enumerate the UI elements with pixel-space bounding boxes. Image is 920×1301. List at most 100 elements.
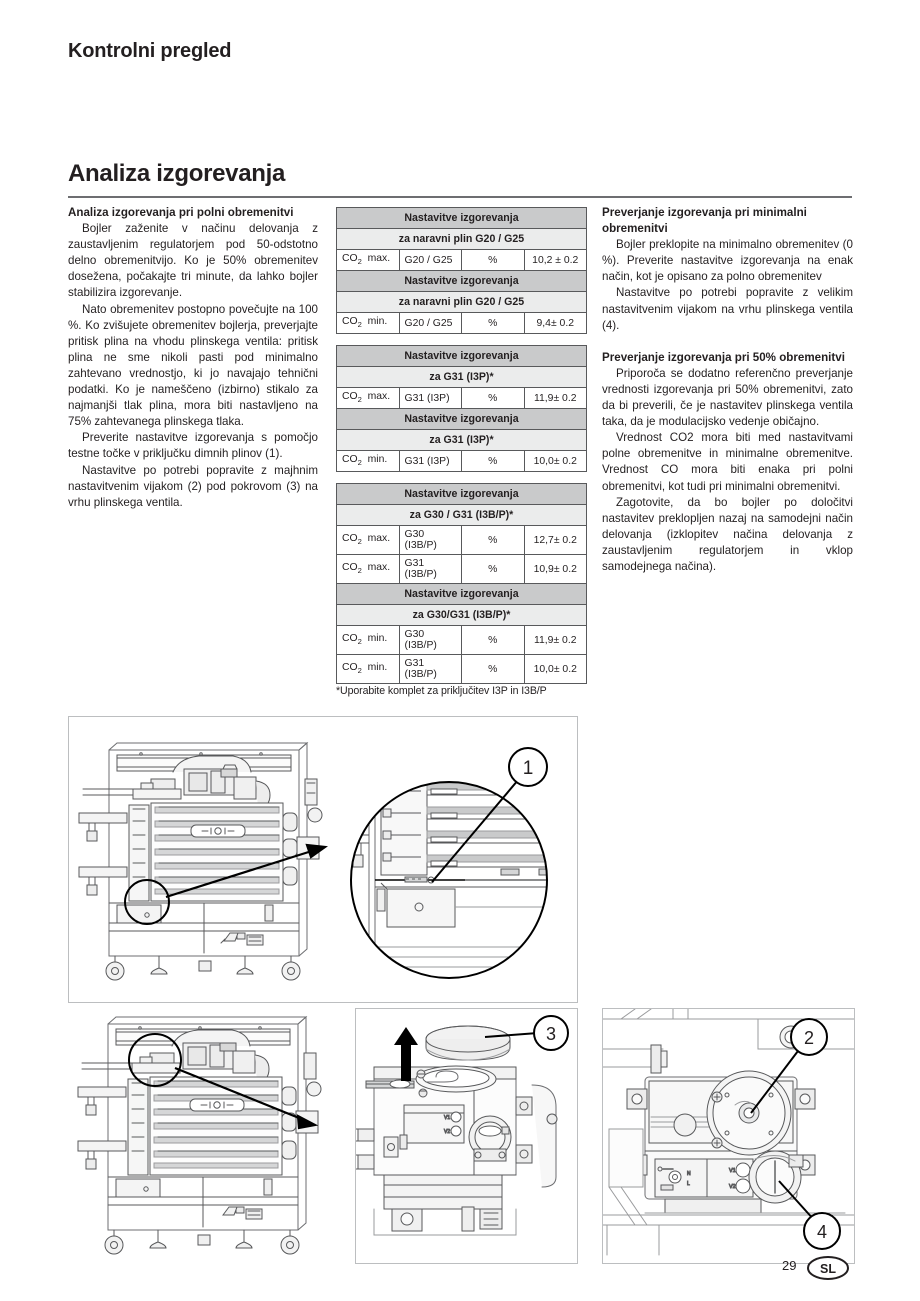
- combustion-table-g20-g25-max: Nastavitve izgorevanja za naravni plin G…: [336, 207, 587, 271]
- measure-label: CO2 min.: [336, 654, 400, 684]
- callout-number-1: 1: [523, 758, 534, 779]
- table-header-label: Nastavitve izgorevanja: [336, 483, 587, 505]
- table-subheader-row: za G31 (I3P)*: [336, 366, 587, 388]
- right-text-column: Preverjanje izgorevanja pri minimalni ob…: [602, 205, 853, 575]
- figure-boiler-gas-valve-location: [68, 1008, 322, 1262]
- left-column-heading: Analiza izgorevanja pri polni obremenitv…: [68, 206, 294, 219]
- table-header-row: Nastavitve izgorevanja: [336, 583, 587, 605]
- callout-number-4: 4: [817, 1222, 827, 1242]
- table-header-row: Nastavitve izgorevanja: [336, 207, 587, 229]
- gas-type: G31 (I3B/P): [398, 554, 462, 584]
- figure-gas-valve-adjustment-screws: N L V1 V2: [602, 1008, 855, 1264]
- left-text-column: Analiza izgorevanja pri polni obremenitv…: [68, 205, 318, 511]
- figure-gas-valve-cover-removal: V1 V2: [355, 1008, 578, 1264]
- measure-label: CO2 min.: [336, 312, 400, 334]
- unit: %: [461, 525, 525, 555]
- table-subheader-label: za G31 (I3P)*: [336, 429, 587, 451]
- combustion-settings-tables: Nastavitve izgorevanja za naravni plin G…: [336, 207, 587, 697]
- measure-label: CO2 max.: [336, 387, 400, 409]
- callout-number-3: 3: [546, 1024, 556, 1044]
- value: 10,9± 0.2: [523, 554, 587, 584]
- gas-type: G31 (I3P): [398, 450, 462, 472]
- right-paragraph-3: Priporoča se dodatno referenčno preverja…: [602, 366, 853, 429]
- svg-text:V2: V2: [729, 1184, 736, 1190]
- unit: %: [461, 554, 525, 584]
- table-subheader-label: za G30 / G31 (I3B/P)*: [336, 504, 587, 526]
- table-header-label: Nastavitve izgorevanja: [336, 583, 587, 605]
- paragraph-spacer: [602, 334, 853, 350]
- table-row: CO2 max. G31 (I3B/P) % 10,9± 0.2: [336, 554, 587, 584]
- unit: %: [461, 387, 525, 409]
- value: 10,2 ± 0.2: [523, 249, 587, 271]
- left-paragraph-2: Nato obremenitev postopno povečujte na 1…: [68, 302, 318, 429]
- right-column-heading-1: Preverjanje izgorevanja pri minimalni ob…: [602, 206, 807, 236]
- value: 10,0± 0.2: [523, 654, 587, 684]
- table-header-label: Nastavitve izgorevanja: [336, 270, 587, 292]
- figure-boiler-flue-test-point: 1: [68, 716, 578, 1003]
- combustion-table-g20-g25-min: Nastavitve izgorevanja za naravni plin G…: [336, 270, 587, 334]
- combustion-table-g30-g31-i3bp-max: Nastavitve izgorevanja za G30 / G31 (I3B…: [336, 483, 587, 584]
- table-header-label: Nastavitve izgorevanja: [336, 408, 587, 430]
- unit: %: [461, 654, 525, 684]
- table-subheader-row: za G30/G31 (I3B/P)*: [336, 604, 587, 626]
- gas-type: G31 (I3P): [398, 387, 462, 409]
- right-column-heading-2: Preverjanje izgorevanja pri 50% obremeni…: [602, 350, 845, 364]
- combustion-table-g31-i3p-min: Nastavitve izgorevanja za G31 (I3P)* CO2…: [336, 408, 587, 472]
- table-header-row: Nastavitve izgorevanja: [336, 483, 587, 505]
- table-subheader-label: za naravni plin G20 / G25: [336, 228, 587, 250]
- value: 9,4± 0.2: [523, 312, 587, 334]
- gas-type: G31 (I3B/P): [398, 654, 462, 684]
- running-head: Kontrolni pregled: [68, 40, 232, 62]
- gas-type: G20 / G25: [398, 249, 462, 271]
- table-subheader-label: za G30/G31 (I3B/P)*: [336, 604, 587, 626]
- value: 10,0± 0.2: [523, 450, 587, 472]
- right-paragraph-5: Zagotovite, da bo bojler po določitvi na…: [602, 495, 853, 573]
- callout-number-2: 2: [804, 1028, 814, 1048]
- table-subheader-row: za G30 / G31 (I3B/P)*: [336, 504, 587, 526]
- unit: %: [461, 249, 525, 271]
- left-paragraph-3: Preverite nastavitve izgorevanja s pomoč…: [68, 431, 318, 461]
- unit: %: [461, 312, 525, 334]
- svg-text:V1: V1: [444, 1115, 450, 1121]
- language-badge: SL: [806, 1256, 850, 1280]
- table-header-label: Nastavitve izgorevanja: [336, 345, 587, 367]
- right-paragraph-4: Vrednost CO2 mora biti med nastavitvami …: [602, 431, 853, 493]
- table-header-row: Nastavitve izgorevanja: [336, 345, 587, 367]
- table-subheader-label: za G31 (I3P)*: [336, 366, 587, 388]
- svg-text:L: L: [687, 1181, 690, 1187]
- table-subheader-row: za naravni plin G20 / G25: [336, 228, 587, 250]
- measure-label: CO2 min.: [336, 625, 400, 655]
- table-row: CO2 min. G30 (I3B/P) % 11,9± 0.2: [336, 625, 587, 655]
- right-paragraph-2: Nastavitve po potrebi popravite z veliki…: [602, 286, 853, 332]
- svg-text:N: N: [687, 1171, 691, 1177]
- measure-label: CO2 min.: [336, 450, 400, 472]
- gas-type: G30 (I3B/P): [398, 525, 462, 555]
- measure-label: CO2 max.: [336, 554, 400, 584]
- table-footnote: *Uporabite komplet za priključitev I3P i…: [336, 685, 547, 697]
- table-row: CO2 max. G30 (I3B/P) % 12,7± 0.2: [336, 525, 587, 555]
- language-code: SL: [820, 1262, 836, 1276]
- page-number: 29: [782, 1258, 797, 1273]
- table-header-row: Nastavitve izgorevanja: [336, 270, 587, 292]
- title-divider: [68, 196, 852, 198]
- measure-label: CO2 max.: [336, 525, 400, 555]
- left-paragraph-1: Bojler zaženite v načinu delovanja z zau…: [68, 222, 318, 300]
- table-gap: [336, 334, 587, 345]
- right-paragraph-1: Bojler preklopite na minimalno obremenit…: [602, 238, 853, 284]
- left-paragraph-4: Nastavitve po potrebi popravite z majhni…: [68, 463, 318, 509]
- unit: %: [461, 450, 525, 472]
- table-header-row: Nastavitve izgorevanja: [336, 408, 587, 430]
- combustion-table-g31-i3p-max: Nastavitve izgorevanja za G31 (I3P)* CO2…: [336, 345, 587, 409]
- value: 11,9± 0.2: [523, 387, 587, 409]
- table-subheader-label: za naravni plin G20 / G25: [336, 291, 587, 313]
- table-header-label: Nastavitve izgorevanja: [336, 207, 587, 229]
- gas-type: G30 (I3B/P): [398, 625, 462, 655]
- table-subheader-row: za naravni plin G20 / G25: [336, 291, 587, 313]
- gas-type: G20 / G25: [398, 312, 462, 334]
- page-title: Analiza izgorevanja: [68, 160, 286, 187]
- table-row: CO2 min. G20 / G25 % 9,4± 0.2: [336, 312, 587, 334]
- table-row: CO2 min. G31 (I3B/P) % 10,0± 0.2: [336, 654, 587, 684]
- svg-text:V2: V2: [444, 1129, 450, 1135]
- table-row: CO2 min. G31 (I3P) % 10,0± 0.2: [336, 450, 587, 472]
